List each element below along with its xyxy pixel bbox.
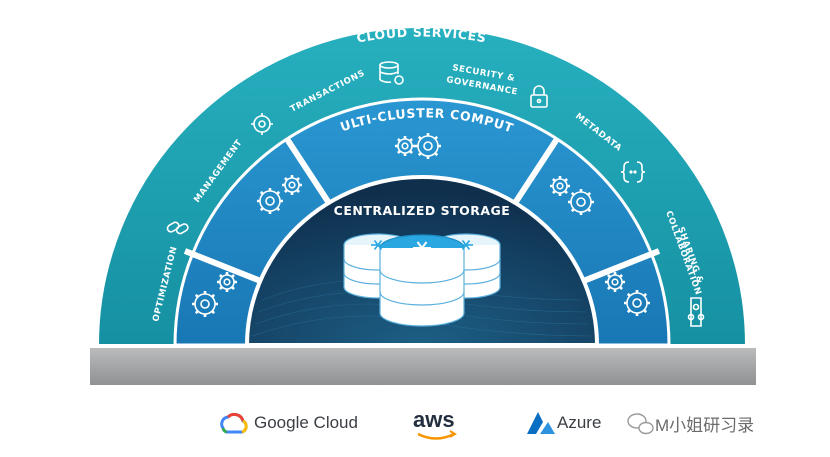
storage-databases bbox=[343, 233, 501, 327]
base-bar bbox=[90, 348, 756, 385]
braces-icon bbox=[620, 161, 646, 183]
compute-gears bbox=[192, 133, 650, 317]
azure-icon bbox=[527, 412, 555, 434]
watermark-text: M小姐研习录 bbox=[655, 416, 755, 435]
provider-google-cloud: Google Cloud bbox=[254, 413, 358, 432]
gear-wrench-icon bbox=[251, 113, 273, 135]
share-icon bbox=[687, 297, 705, 327]
gear-icon bbox=[568, 189, 594, 215]
gear-icon bbox=[550, 176, 570, 196]
snowflake-icon bbox=[413, 241, 431, 255]
gear-icon bbox=[395, 136, 415, 156]
aws-smile-icon bbox=[417, 430, 457, 440]
database-gear-icon bbox=[379, 61, 404, 85]
snowflake-icon bbox=[459, 240, 473, 250]
gear-icon bbox=[217, 272, 237, 292]
gear-icon bbox=[415, 133, 441, 159]
storage-title: CENTRALIZED STORAGE bbox=[334, 203, 511, 218]
wechat-icon bbox=[627, 413, 654, 435]
cloud-services-title: CLOUD SERVICES bbox=[355, 25, 487, 46]
gear-icon bbox=[282, 175, 302, 195]
provider-aws: aws bbox=[413, 407, 455, 432]
database-cylinder-center bbox=[379, 234, 465, 327]
lock-icon bbox=[530, 85, 548, 108]
gear-icon bbox=[192, 291, 218, 317]
snowflake-icon bbox=[371, 240, 385, 250]
gear-icon bbox=[624, 290, 650, 316]
gear-icon bbox=[605, 272, 625, 292]
pills-icon bbox=[166, 221, 189, 235]
provider-azure: Azure bbox=[557, 413, 602, 432]
gear-icon bbox=[257, 188, 283, 214]
google-cloud-icon bbox=[220, 412, 248, 434]
